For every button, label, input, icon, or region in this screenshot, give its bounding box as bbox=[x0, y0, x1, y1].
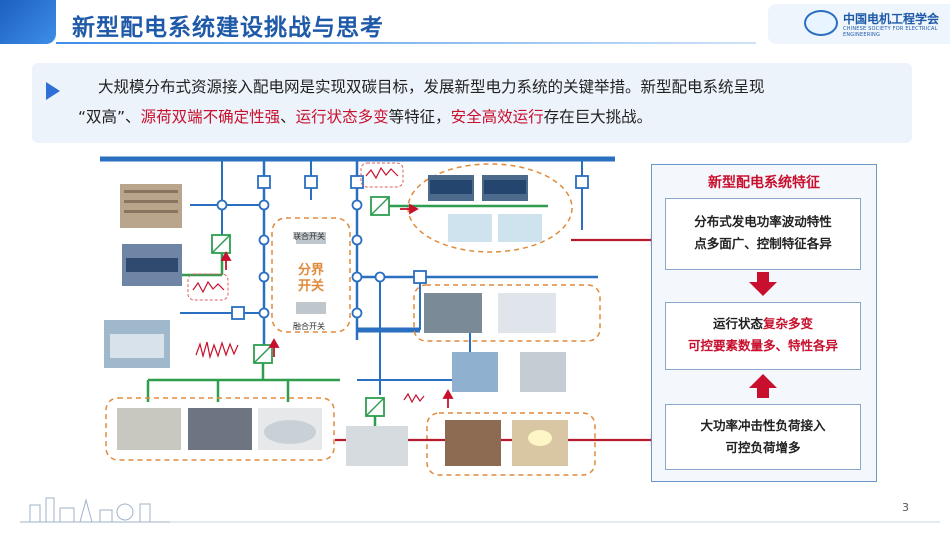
page-number: 3 bbox=[902, 501, 909, 514]
breaker-icon bbox=[231, 306, 245, 320]
feature-2-line1-b: 复杂多变 bbox=[763, 316, 814, 331]
logo-emblem-icon bbox=[804, 10, 838, 36]
breaker-icon bbox=[413, 270, 427, 284]
fluctuation-wave-icon bbox=[403, 392, 425, 404]
loads-group bbox=[426, 412, 596, 476]
boundary-switch-label: 分界 开关 bbox=[294, 263, 328, 295]
intro-seg-b: 源荷双端不确定性强 bbox=[140, 108, 281, 126]
feature-box-1: 分布式发电功率波动特性 点多面广、控制特征各异 bbox=[665, 198, 861, 270]
boundary-switch-line1: 分界 bbox=[297, 263, 324, 278]
switch-label-top: 联合开关 bbox=[293, 232, 325, 241]
feature-2-line1-a: 运行状态 bbox=[712, 316, 763, 331]
node-icon bbox=[351, 307, 363, 319]
intro-seg-d: 运行状态多变 bbox=[295, 108, 389, 126]
logo-name: 中国电机工程学会 bbox=[843, 12, 940, 26]
breaker-icon bbox=[350, 175, 364, 189]
node-icon bbox=[374, 271, 386, 283]
node-icon bbox=[258, 307, 270, 319]
breaker-icon bbox=[575, 175, 589, 189]
intro-text: 大规模分布式资源接入配电网是实现双碳目标，发展新型电力系统的关键举措。新型配电系… bbox=[78, 72, 898, 132]
datacenter-group bbox=[413, 284, 601, 342]
skyline-decoration bbox=[20, 497, 170, 523]
photo-placeholders bbox=[104, 175, 568, 466]
node-icon bbox=[258, 234, 270, 246]
feature-2-line1: 运行状态复杂多变 bbox=[666, 313, 860, 335]
node-icon bbox=[351, 271, 363, 283]
breaker-icon bbox=[257, 175, 271, 189]
feature-1-line2: 点多面广、控制特征各异 bbox=[694, 236, 832, 251]
title-underline bbox=[56, 42, 756, 44]
intro-seg-g: 存在巨大挑战。 bbox=[543, 108, 653, 126]
features-panel-title: 新型配电系统特征 bbox=[708, 175, 820, 191]
feature-3-line1: 大功率冲击性负荷接入 bbox=[700, 418, 826, 433]
play-arrow-icon bbox=[46, 82, 60, 100]
node-icon bbox=[351, 234, 363, 246]
intro-box bbox=[32, 63, 912, 143]
breaker-icon bbox=[304, 175, 318, 189]
down-arrow-icon bbox=[749, 282, 777, 296]
arrow-stem bbox=[757, 388, 769, 398]
logo-area bbox=[768, 4, 950, 44]
feature-box-2: 运行状态复杂多变 可控要素数量多、特性各异 bbox=[665, 302, 861, 370]
fluctuation-box bbox=[360, 162, 404, 188]
title-accent-bar bbox=[0, 0, 56, 44]
page-title: 新型配电系统建设挑战与思考 bbox=[72, 15, 384, 41]
arrow-stem bbox=[757, 272, 769, 282]
intro-line-2: “双高”、源荷双端不确定性强、运行状态多变等特征，安全高效运行存在巨大挑战。 bbox=[78, 102, 898, 132]
ev-group bbox=[105, 397, 335, 461]
fluctuation-wave-icon bbox=[195, 341, 239, 360]
intro-seg-a: “双高”、 bbox=[78, 108, 141, 126]
node-icon bbox=[258, 271, 270, 283]
feature-1-line1: 分布式发电功率波动特性 bbox=[694, 214, 832, 229]
switch-label-bottom: 融合开关 bbox=[293, 322, 325, 331]
boundary-switch-line2: 开关 bbox=[297, 279, 324, 294]
intro-line-1: 大规模分布式资源接入配电网是实现双碳目标，发展新型电力系统的关键举措。新型配电系… bbox=[98, 78, 765, 96]
logo-subtitle: CHINESE SOCIETY FOR ELECTRICAL ENGINEERI… bbox=[843, 26, 938, 38]
feature-box-3: 大功率冲击性负荷接入 可控负荷增多 bbox=[665, 404, 861, 470]
feature-3-line2: 可控负荷增多 bbox=[725, 440, 801, 455]
node-icon bbox=[216, 199, 228, 211]
renewables-group bbox=[407, 163, 573, 253]
intro-seg-f: 安全高效运行 bbox=[450, 108, 544, 126]
intro-seg-e: 等特征， bbox=[388, 108, 451, 126]
feature-2-line2: 可控要素数量多、特性各异 bbox=[687, 338, 838, 353]
node-icon bbox=[351, 199, 363, 211]
intro-seg-c: 、 bbox=[280, 108, 296, 126]
up-arrow-icon bbox=[749, 374, 777, 388]
node-icon bbox=[258, 199, 270, 211]
fluctuation-box bbox=[187, 273, 229, 301]
fluctuation-wave-icon bbox=[365, 166, 399, 180]
fluctuation-wave-icon bbox=[192, 280, 225, 294]
